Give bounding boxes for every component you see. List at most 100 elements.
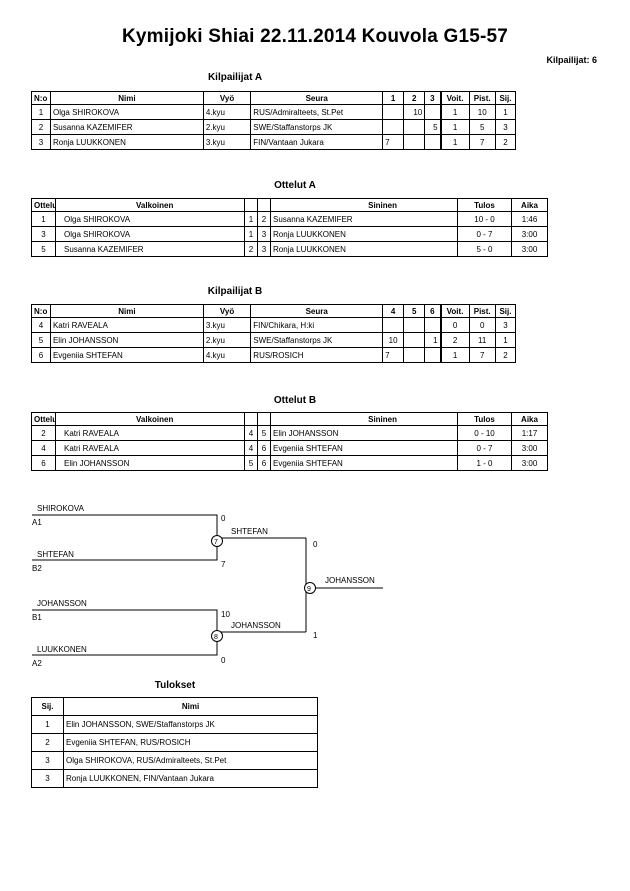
cell-wins: 1 [439,347,470,363]
cell-score [424,347,442,363]
cell-blue: Evgeniia SHTEFAN [270,440,458,456]
cell-white-no: 4 [244,440,258,456]
match-number: 9 [307,586,311,593]
header-cell: Nimi [49,91,204,105]
cell-time: 3:00 [511,226,548,242]
header-cell: Tulos [457,198,512,212]
header-cell: N:o [31,304,51,318]
cell-time: 1:17 [511,425,548,441]
matches-a-heading: Ottelut A [274,180,316,191]
cell-belt: 2.kyu [202,119,252,135]
cell-score: 5 [424,119,442,135]
bracket-winner: SHTEFAN [231,527,268,536]
cell-score [403,119,426,135]
matches-b-heading: Ottelut B [273,395,317,406]
cell-name: Elin JOHANSSON [49,332,204,348]
cell-match-no: 2 [31,425,56,441]
match-number-circle [304,582,316,594]
cell-no: 5 [31,332,51,348]
header-cell [244,198,258,212]
cell-white-no: 1 [244,211,258,227]
cell-blue: Ronja LUUKKONEN [270,226,458,242]
bracket-name: SHIROKOVA [37,504,85,513]
cell-rank: 3 [31,751,64,770]
bracket-seed: A2 [32,659,42,668]
cell-blue-no: 6 [257,440,271,456]
cell-score: 7 [382,347,405,363]
cell-wins: 1 [439,104,470,120]
cell-club: SWE/Staffanstorps JK [250,332,384,348]
cell-blue: Evgeniia SHTEFAN [270,455,458,471]
table-row: 2 Katri RAVEALA 4 5 Elin JOHANSSON 0 - 1… [31,425,548,441]
cell-match-no: 1 [31,211,56,227]
cell-rank: 2 [31,733,64,752]
pool-a-table: N:o Nimi Vyö Seura 1 2 3 Voit. Pist. Sij… [31,91,517,150]
cell-white: Susanna KAZEMIFER [55,241,245,257]
table-row: 3 Ronja LUUKKONEN, FIN/Vantaan Jukara [31,769,318,788]
header-cell: Voit. [439,91,470,105]
cell-score [403,332,426,348]
header-cell: Ottelu [31,412,56,426]
competitors-count: Kilpailijat: 6 [546,55,597,65]
bracket-score: 7 [221,560,226,569]
cell-blue-no: 6 [257,455,271,471]
cell-white-no: 4 [244,425,258,441]
header-cell: Seura [250,304,384,318]
cell-name: Katri RAVEALA [49,317,204,333]
cell-club: FIN/Vantaan Jukara [250,134,384,150]
cell-club: FIN/Chikara, H:ki [250,317,384,333]
table-row: 1 Elin JOHANSSON, SWE/Staffanstorps JK [31,715,318,734]
table-row: 2 Susanna KAZEMIFER 2.kyu SWE/Staffansto… [31,119,517,135]
bracket-score: 0 [221,656,226,665]
table-row: 1 Olga SHIROKOVA 1 2 Susanna KAZEMIFER 1… [31,211,548,227]
cell-name: Ronja LUUKKONEN [49,134,204,150]
cell-rank: 1 [494,104,517,120]
cell-white-no: 1 [244,226,258,242]
cell-blue: Elin JOHANSSON [270,425,458,441]
bracket-name: LUUKKONEN [37,645,87,654]
cell-white: Elin JOHANSSON [55,455,245,471]
cell-rank: 1 [494,332,517,348]
header-cell: Vyö [202,91,252,105]
results-table: Sij. Nimi 1 Elin JOHANSSON, SWE/Staffans… [31,697,318,788]
cell-rank: 3 [494,317,517,333]
bracket-score: 0 [221,514,226,523]
bracket-diagram: SHIROKOVA A1 0 SHTEFAN B2 7 7 SHTEFAN JO… [32,504,383,668]
header-cell: 6 [424,304,442,318]
bracket-name: JOHANSSON [37,599,87,608]
header-cell: 2 [403,91,426,105]
cell-no: 6 [31,347,51,363]
cell-score [403,317,426,333]
header-cell: Aika [511,412,548,426]
results-heading: Tulokset [154,680,196,691]
matches-b-table: Ottelu Valkoinen Sininen Tulos Aika 2 Ka… [31,412,548,471]
cell-belt: 3.kyu [202,317,252,333]
header-cell [244,412,258,426]
bracket-seed: A1 [32,518,42,527]
header-cell: 1 [382,91,405,105]
table-row: 3 Olga SHIROKOVA, RUS/Admiralteets, St.P… [31,751,318,770]
cell-no: 4 [31,317,51,333]
header-cell: Sij. [31,697,64,716]
cell-time: 1:46 [511,211,548,227]
table-header-row: Ottelu Valkoinen Sininen Tulos Aika [31,412,548,426]
pool-b-table: N:o Nimi Vyö Seura 4 5 6 Voit. Pist. Sij… [31,304,517,363]
cell-blue-no: 5 [257,425,271,441]
cell-wins: 1 [439,134,470,150]
cell-rank: 1 [31,715,64,734]
page-title: Kymijoki Shiai 22.11.2014 Kouvola G15-57 [121,26,509,47]
cell-white: Olga SHIROKOVA [55,226,245,242]
header-cell: Sij. [494,91,517,105]
header-cell: 4 [382,304,405,318]
header-cell: Vyö [202,304,252,318]
cell-points: 5 [468,119,496,135]
header-cell: Nimi [49,304,204,318]
cell-result: 10 - 0 [457,211,512,227]
cell-score: 10 [382,332,405,348]
cell-rank: 2 [494,134,517,150]
cell-belt: 4.kyu [202,347,252,363]
table-row: 3 Olga SHIROKOVA 1 3 Ronja LUUKKONEN 0 -… [31,226,548,242]
cell-blue: Ronja LUUKKONEN [270,241,458,257]
cell-wins: 0 [439,317,470,333]
cell-blue-no: 2 [257,211,271,227]
